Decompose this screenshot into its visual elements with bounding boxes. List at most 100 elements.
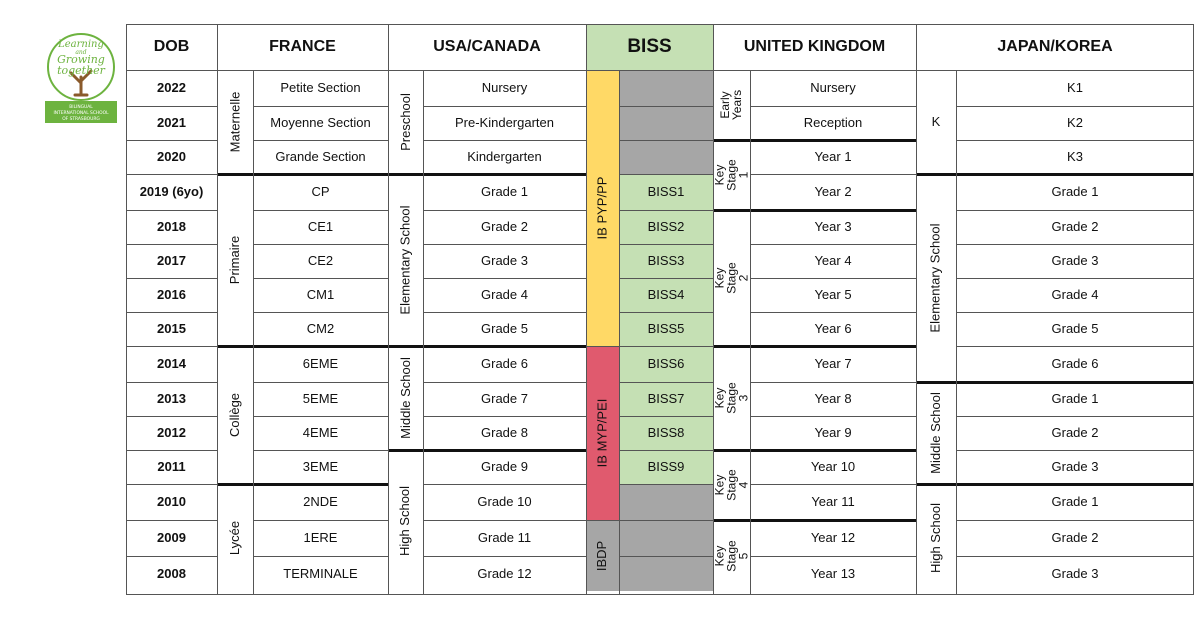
france-class: Grande Section: [275, 149, 366, 164]
grid-line: [713, 519, 916, 522]
france-class: CM2: [306, 321, 335, 336]
grid-line: [388, 173, 586, 176]
school-logo: Learning and Growing together BILINGUAL …: [44, 33, 118, 125]
usa-class: Grade 6: [481, 356, 528, 371]
usa-class: Pre-Kindergarten: [455, 115, 554, 130]
logo-caption-1: BILINGUAL: [69, 104, 93, 110]
biss-class: BISS6: [619, 346, 713, 382]
logo-motto-3: together: [57, 64, 106, 77]
grid-line: [423, 484, 586, 485]
grid-line: [126, 382, 217, 383]
dob-year: 2009: [157, 530, 186, 545]
france-class: 3EME: [302, 459, 339, 474]
grid-line: [253, 312, 388, 313]
japan-korea-class: Grade 2: [1051, 425, 1099, 440]
dob-year: 2020: [157, 149, 186, 164]
usa-class: Grade 8: [481, 425, 528, 440]
grid-line: [619, 520, 713, 521]
japan-korea-class: Grade 2: [1051, 530, 1099, 545]
grid-line: [713, 24, 714, 70]
grid-line: [586, 346, 619, 347]
grid-line: [619, 244, 713, 245]
japan-korea-class: K2: [1067, 115, 1083, 130]
grid-line: [126, 210, 217, 211]
grid-line: [750, 244, 916, 245]
biss-programme-myp: IB MYP/PEI: [586, 346, 619, 520]
biss-class: BISS5: [619, 312, 713, 346]
uk-class: Year 7: [814, 356, 852, 371]
biss-class: BISS4: [619, 278, 713, 312]
biss-empty-cell: [619, 556, 713, 591]
grid-line: [253, 244, 388, 245]
logo-motto-2: Growing: [57, 53, 105, 66]
grid-line: [126, 556, 217, 557]
logo-caption-2: INTERNATIONAL SCHOOL: [53, 110, 109, 116]
uk-class: Year 1: [814, 149, 852, 164]
france-class: CE2: [307, 253, 334, 268]
grid-line: [956, 278, 1194, 279]
uk-class: Year 5: [814, 287, 852, 302]
grid-line: [619, 312, 713, 313]
grid-line: [956, 70, 957, 595]
uk-class: Year 6: [814, 321, 852, 336]
grid-line: [253, 382, 388, 383]
biss-class: BISS8: [619, 416, 713, 450]
biss-empty-cell: [619, 70, 713, 106]
japan-korea-class: Grade 1: [1051, 494, 1099, 509]
biss-programme-ibdp: IBDP: [586, 520, 619, 591]
grid-line: [253, 416, 388, 417]
table-frame: [126, 24, 1194, 595]
grid-line: [423, 382, 586, 383]
header-dob: DOB: [153, 38, 190, 55]
japan-korea-class: Grade 1: [1051, 391, 1099, 406]
dob-year: 2019 (6yo): [139, 184, 204, 199]
grid-line: [619, 484, 713, 485]
japan-korea-class: K1: [1067, 80, 1083, 95]
biss-class: BISS7: [619, 382, 713, 416]
japan-korea-class: Grade 1: [1051, 184, 1099, 199]
usa-class: Grade 1: [481, 184, 528, 199]
dob-year: 2011: [157, 459, 186, 474]
grid-line: [956, 556, 1194, 557]
grid-line: [956, 450, 1194, 451]
uk-class: Year 8: [814, 391, 852, 406]
logo-motto-and: and: [75, 49, 86, 56]
header-france: FRANCE: [269, 38, 336, 55]
grid-line: [956, 520, 1194, 521]
japan-korea-group-k: K: [931, 114, 941, 129]
grid-line: [750, 484, 916, 485]
grid-line: [956, 244, 1194, 245]
header-biss: BISS: [586, 24, 713, 70]
grid-line: [916, 24, 917, 70]
usa-class: Grade 2: [481, 219, 528, 234]
usa-class: Grade 10: [477, 494, 532, 509]
dob-year: 2017: [157, 253, 186, 268]
grid-line: [126, 312, 217, 313]
uk-class: Year 10: [810, 459, 856, 474]
grid-line: [423, 556, 586, 557]
dob-year: 2010: [157, 494, 186, 509]
biss-empty-cell: [619, 520, 713, 556]
grid-line: [713, 449, 916, 452]
grid-line: [423, 278, 586, 279]
japan-korea-class: Grade 5: [1051, 321, 1099, 336]
grid-line: [253, 556, 388, 557]
dob-year: 2012: [157, 425, 186, 440]
dob-year: 2008: [157, 565, 186, 581]
grid-line: [586, 24, 587, 70]
grid-line: [713, 209, 916, 212]
japan-korea-class: K3: [1067, 149, 1083, 164]
dob-year: 2014: [157, 356, 186, 371]
france-class: 6EME: [302, 356, 339, 371]
japan-korea-class: Grade 3: [1051, 253, 1099, 268]
logo-caption-3: OF STRASBOURG: [62, 116, 100, 122]
grid-line: [750, 70, 751, 595]
grid-line: [253, 278, 388, 279]
uk-class: Year 13: [810, 565, 856, 581]
grid-line: [956, 416, 1194, 417]
grid-line: [619, 70, 620, 595]
uk-class: Year 4: [814, 253, 852, 268]
grid-line: [956, 312, 1194, 313]
grid-line: [916, 70, 917, 595]
